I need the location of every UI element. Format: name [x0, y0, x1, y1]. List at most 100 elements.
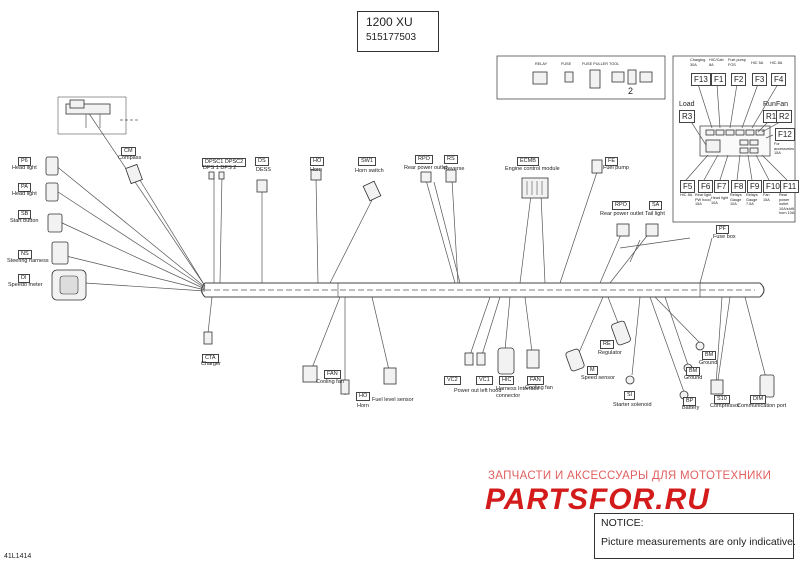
- charger-label: Charger: [201, 361, 221, 367]
- relay-run-label: Run: [763, 101, 776, 108]
- steering-harness-code: NS: [18, 250, 32, 259]
- ground-1-terminal: [695, 341, 705, 351]
- horn-switch-connector: [362, 180, 382, 202]
- head-light-2-code: PA: [18, 183, 31, 192]
- fuse-f6-code: F6: [698, 180, 714, 193]
- inset-relay-label: RELAY: [535, 62, 548, 66]
- fuse-f8-code: F8: [731, 180, 747, 193]
- speedo-meter-code: DI: [18, 274, 30, 283]
- harness-interface-connector: [497, 347, 515, 375]
- power-out-left-hood-connector: [464, 352, 486, 366]
- speed-sensor-label: Speed sensor: [581, 375, 615, 381]
- start-button-connector: [47, 213, 63, 233]
- speedo-meter-connector: [51, 269, 87, 301]
- cooling-fan-mid-code: FAN: [527, 376, 544, 385]
- cooling-fan-mid-label: Cooling fan: [525, 385, 553, 391]
- reverse-code: RS: [444, 155, 458, 164]
- horn-bottom-code: HO: [356, 392, 371, 401]
- ground-2-code: BM: [686, 367, 701, 376]
- dess-code: DS: [255, 157, 269, 166]
- vc2-code: VC2: [444, 376, 461, 385]
- bottom-branch-wires: [311, 296, 767, 395]
- regulator-code: RE: [600, 340, 614, 349]
- diagram-code: 41L1414: [4, 553, 32, 560]
- watermark-brand: PARTSFOR.RU: [485, 483, 710, 516]
- tail-light-connector: [645, 223, 659, 237]
- fuse-f13-code: F13: [691, 73, 711, 86]
- fuse-f5-code: F5: [680, 180, 696, 193]
- start-button-label: Start button: [10, 218, 39, 224]
- ecm-connector: [521, 177, 549, 199]
- left-branch-wires: [54, 111, 223, 334]
- fuse-f13-note: Charging 30A: [690, 58, 706, 67]
- steering-harness-connector: [51, 241, 69, 265]
- title-box: 1200 XU 515177503: [357, 11, 439, 52]
- main-harness: [200, 282, 765, 298]
- fuse-f6-note: Rear light PW hood 15A: [695, 193, 712, 207]
- speedo-meter-label: Speedo meter: [8, 282, 43, 288]
- top-branch-wires: [261, 171, 713, 284]
- reverse-connector: [445, 169, 457, 183]
- rpo-right-code: RPO: [612, 201, 630, 210]
- relay-fan-code: R2: [776, 110, 793, 123]
- fuel-pump-code: FE: [605, 157, 619, 166]
- horn-bottom-label: Horn: [357, 403, 369, 409]
- head-light-1-label: Head light: [12, 165, 37, 171]
- rpo-right-label: Rear power outlet: [600, 211, 644, 217]
- part-number: 515177503: [366, 32, 417, 43]
- fuse-f1-code: F1: [711, 73, 727, 86]
- relay-load-label: Load: [679, 101, 695, 108]
- horn-switch-label: Horn switch: [355, 168, 384, 174]
- fuse-f8-note: Relays Gauge 10A: [730, 193, 742, 207]
- hic-code: HIC: [499, 376, 515, 385]
- hic-label: Harness Interface connector: [496, 386, 540, 399]
- cooling-fan-left-label: Cooling fan: [316, 379, 344, 385]
- fuse-f12-code: F12: [775, 128, 795, 141]
- tail-light-label: Tail light: [645, 211, 665, 217]
- compass-connector: [125, 163, 143, 185]
- fuse-f1-note: HIC/Cab 8A: [709, 58, 724, 67]
- compass-assembly: [57, 96, 140, 135]
- compass-label: Compass: [118, 155, 142, 161]
- rpo-top-code: RPO: [415, 155, 433, 164]
- notice-text: Picture measurements are only indicative…: [601, 536, 796, 548]
- vc1-code: VC1: [476, 376, 493, 385]
- fuse-box-caption: Fuse box: [713, 234, 736, 240]
- fuse-f9-code: F9: [747, 180, 763, 193]
- head-light-1-code: P6: [18, 157, 31, 166]
- fuse-f4-note: HIC 8A: [770, 61, 783, 65]
- model-name: 1200 XU: [366, 15, 413, 29]
- tail-light-code: SA: [649, 201, 663, 210]
- horn-bottom-connector: [340, 379, 350, 395]
- compass-code: CM: [121, 147, 136, 156]
- charger-connector: [203, 331, 213, 345]
- charger-code: CTA: [202, 354, 219, 363]
- compressor-code: S10: [714, 395, 730, 404]
- cooling-fan-left-code: FAN: [324, 370, 341, 379]
- start-button-code: SB: [18, 210, 32, 219]
- ground-1-label: Ground: [699, 360, 718, 366]
- head-light-1-connector: [45, 156, 59, 176]
- notice-heading: NOTICE:: [601, 517, 644, 529]
- fuse-f3-note: HIC 5A: [751, 61, 764, 65]
- ecm-label: Engine control module: [505, 166, 560, 172]
- inset-fuse-puller-label: FUSE PULLER TOOL: [582, 62, 620, 66]
- fuse-f12-note: For accessories 15A: [774, 142, 795, 156]
- steering-harness-label: Steering harness: [7, 258, 49, 264]
- head-light-2-label: Head light: [12, 191, 37, 197]
- dpsc-label: DPS 1 DPS 2: [203, 165, 237, 171]
- fuse-f7-code: F7: [714, 180, 730, 193]
- fuse-f3-code: F3: [752, 73, 768, 86]
- notice-box: NOTICE: Picture measurements are only in…: [594, 513, 796, 559]
- horn-top-code: HO: [310, 157, 325, 166]
- communication-port-code: DIM: [750, 395, 767, 404]
- fuse-f7-note: Head light 10A: [711, 196, 729, 205]
- inset-fuse-label: FUSE: [561, 62, 572, 66]
- fuel-level-sensor-label: Fuel level sensor: [372, 397, 414, 403]
- dess-connector: [256, 179, 268, 193]
- communication-port-connector: [759, 374, 775, 398]
- watermark-tagline: ЗАПЧАСТИ И АКСЕССУАРЫ ДЛЯ МОТОТЕХНИКИ: [488, 470, 772, 482]
- relay-fan-label: Fan: [776, 101, 789, 108]
- relay-load-code: R3: [679, 110, 696, 123]
- cooling-fan-left-connector: [302, 365, 318, 383]
